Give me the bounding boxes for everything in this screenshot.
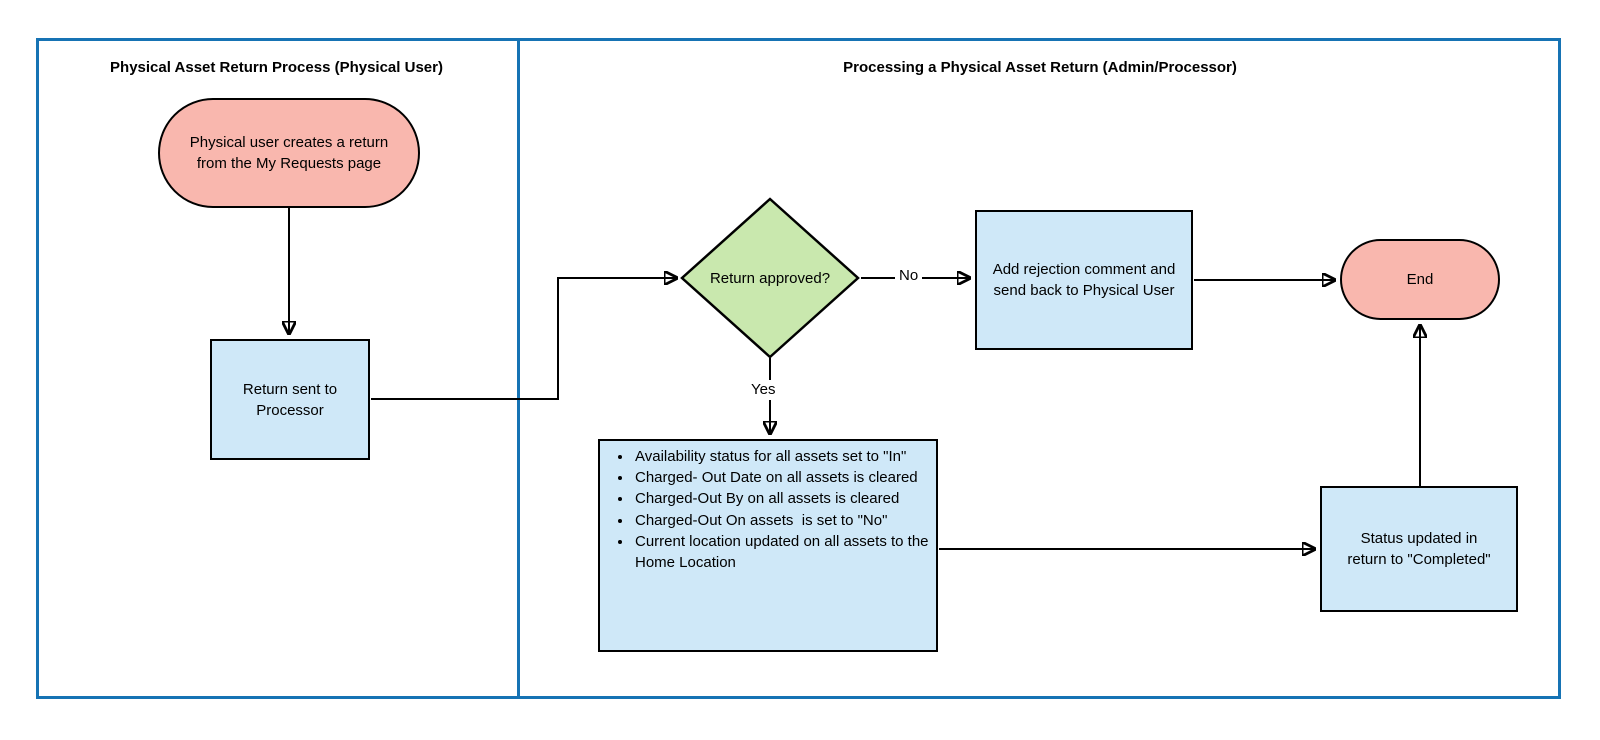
status-node: Status updated in return to "Completed": [1320, 486, 1518, 612]
actions-node: Availability status for all assets set t…: [598, 439, 938, 652]
action-item: Current location updated on all assets t…: [633, 531, 930, 573]
action-item: Availability status for all assets set t…: [633, 446, 930, 467]
status-node-label: Status updated in return to "Completed": [1347, 530, 1491, 568]
reject-node: Add rejection comment and send back to P…: [975, 210, 1193, 350]
action-item: Charged-Out On assets is set to "No": [633, 510, 930, 531]
edge-return-to-decision: [371, 278, 676, 400]
start-node-label: Physical user creates a return from the …: [189, 134, 389, 172]
end-node-label: End: [1406, 271, 1434, 288]
edge-label-no: No: [895, 266, 923, 286]
decision-diamond: [680, 197, 860, 359]
lane-title-physical-user: Physical Asset Return Process (Physical …: [110, 59, 443, 76]
reject-node-label: Add rejection comment and send back to P…: [992, 261, 1176, 299]
return-sent-node: Return sent to Processor: [210, 339, 370, 460]
action-item: Charged-Out By on all assets is cleared: [633, 488, 930, 509]
actions-list: Availability status for all assets set t…: [600, 446, 930, 573]
edge-label-yes: Yes: [747, 380, 780, 400]
action-item: Charged- Out Date on all assets is clear…: [633, 467, 930, 488]
swimlane-pool-border: [36, 38, 1561, 699]
decision-node-label: Return approved?: [709, 269, 831, 287]
start-node: Physical user creates a return from the …: [158, 98, 420, 208]
end-node: End: [1340, 239, 1500, 320]
lane-divider: [517, 38, 520, 699]
return-sent-label: Return sent to Processor: [242, 380, 338, 419]
lane-title-admin-processor: Processing a Physical Asset Return (Admi…: [843, 59, 1237, 76]
